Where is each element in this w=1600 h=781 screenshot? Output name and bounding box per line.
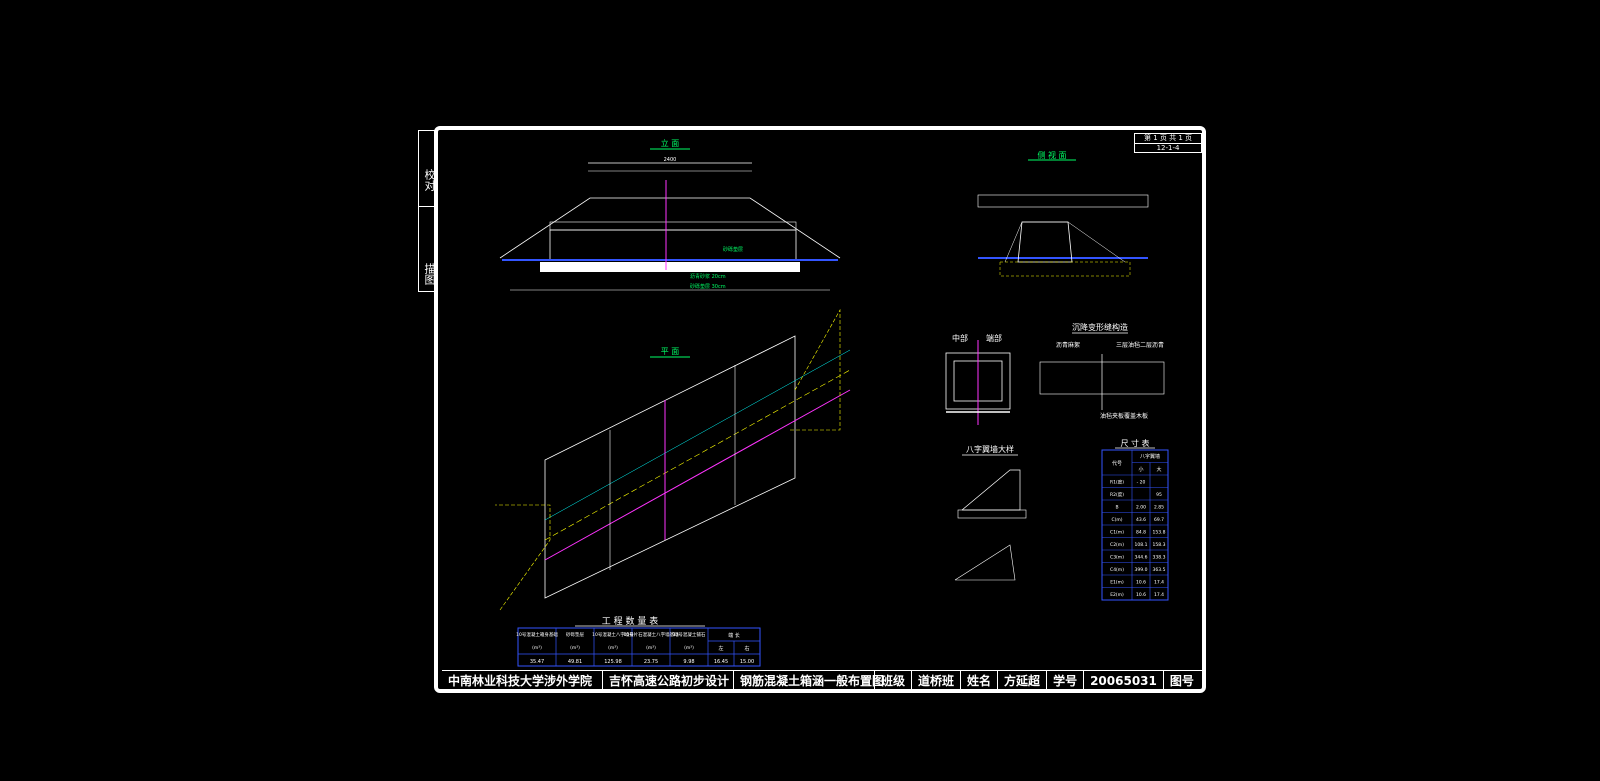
quantity-header: 砂砾垫层 [566, 631, 584, 638]
dimension-cell: E2(m) [1110, 592, 1124, 598]
quantity-subheader: 左 [718, 645, 723, 652]
name-label: 姓名 [961, 671, 999, 691]
dimension-cell: E1(m) [1110, 580, 1124, 586]
id-label: 学号 [1047, 671, 1085, 691]
quantity-value: 9.98 [683, 659, 694, 665]
quantity-unit: (m³) [532, 645, 542, 651]
elevation-view: 立 面 2400 砂砾垫层 沥青砂浆 20cm 砂砾垫层 30cm [499, 138, 841, 291]
wingwall-detail: 八字翼墙大样 [954, 444, 1027, 581]
plan-title: 平 面 [661, 347, 680, 356]
quantity-unit: (m³) [570, 645, 580, 651]
dimension-cell: C2(m) [1110, 542, 1124, 548]
dimension-cell: C1(m) [1110, 530, 1124, 536]
page-info: 第 1 页 共 1 页 12-1-4 [1134, 133, 1202, 153]
drawing-name: 钢筋混凝土箱涵一般布置图 [734, 671, 884, 691]
quantity-unit: (m³) [608, 645, 618, 651]
class-value: 道桥班 [912, 671, 962, 691]
school-name: 中南林业科技大学涉外学院 [442, 671, 603, 691]
dimension-cell: - 20 [1137, 480, 1146, 486]
dimension-cell: 2.85 [1154, 505, 1164, 511]
name-value: 方延超 [998, 671, 1048, 691]
joint-note-3: 油毡夹板覆盖木板 [1100, 412, 1148, 420]
stamp-divider [419, 206, 437, 207]
id-value: 20065031 [1084, 671, 1164, 691]
quantity-header: 10号混凝土铺石 [673, 631, 706, 638]
quantity-unit: (m³) [684, 645, 694, 651]
quantity-value: 16.45 [714, 659, 728, 665]
dimension-cell: B [1115, 505, 1118, 511]
project-name: 吉怀高速公路初步设计 [603, 671, 734, 691]
elevation-label-1: 砂砾垫层 [723, 246, 743, 253]
quantity-subheader: 右 [744, 645, 749, 652]
dimension-header: 代号 [1112, 460, 1122, 467]
elevation-label-3: 砂砾垫层 30cm [690, 283, 726, 290]
dimension-header: 大 [1156, 466, 1161, 473]
dimension-cell: 17.4 [1154, 592, 1164, 598]
elevation-label-2: 沥青砂浆 20cm [690, 273, 726, 280]
fig-label: 图号 [1169, 674, 1194, 688]
quantity-value: 15.00 [740, 659, 754, 665]
dimension-cell: C(m) [1111, 517, 1122, 523]
plan-view: 平 面 [495, 308, 851, 611]
dimension-cell: 10.6 [1136, 580, 1146, 586]
stamp-check: 校对 [423, 169, 436, 191]
dimension-header: 八字翼墙 [1140, 453, 1160, 460]
elevation-top-dim: 2400 [664, 157, 677, 163]
dimension-cell: 43.6 [1136, 517, 1146, 523]
joint-title: 沉降变形缝构造 [1072, 322, 1128, 332]
end-label: 端部 [986, 333, 1002, 343]
dimension-header: 小 [1138, 466, 1143, 473]
drawing-sheet [434, 126, 1206, 693]
dimension-cell: 153.8 [1153, 530, 1166, 536]
quantity-value: 35.47 [530, 659, 544, 665]
dimension-cell: 69.7 [1154, 517, 1164, 523]
quantity-header: 10号混凝土八字墙身 [592, 631, 634, 638]
quantity-unit: (m³) [646, 645, 656, 651]
dimension-cell: 2.00 [1136, 505, 1146, 511]
dimension-cell: 399.0 [1135, 567, 1148, 573]
dimension-cell: 10.6 [1136, 592, 1146, 598]
dimension-table-title: 尺 寸 表 [1120, 438, 1149, 448]
page-count: 第 1 页 共 1 页 [1135, 134, 1201, 144]
dimension-cell: 108.1 [1135, 542, 1148, 548]
stamp-trace: 描图 [423, 263, 436, 285]
quantity-value: 125.98 [604, 659, 622, 665]
side-view: 侧 视 面 [977, 150, 1149, 277]
class-label: 班级 [875, 671, 913, 691]
quantity-header: 端 长 [728, 632, 740, 639]
dimension-cell: 17.4 [1154, 580, 1164, 586]
dimension-cell: 95 [1156, 492, 1162, 498]
elevation-title: 立 面 [661, 138, 680, 148]
dimension-cell: 84.8 [1136, 530, 1146, 536]
wingwall-title: 八字翼墙大样 [966, 444, 1014, 454]
drawing-number: 12-1-4 [1156, 144, 1180, 152]
title-block: 中南林业科技大学涉外学院 吉怀高速公路初步设计 钢筋混凝土箱涵一般布置图 班级 … [442, 670, 1204, 691]
quantity-table-title: 工 程 数 量 表 [602, 615, 658, 627]
mid-label: 中部 [952, 333, 968, 343]
quantity-header: 10号片石混凝土八字墙基础 [623, 631, 679, 638]
dimension-cell: C4(m) [1110, 567, 1124, 573]
dimension-cell: 158.3 [1153, 542, 1166, 548]
side-title: 侧 视 面 [1037, 150, 1066, 160]
joint-note-2: 三层油毡二层沥青 [1116, 341, 1164, 349]
joint-detail: 沉降变形缝构造 沥青麻絮 三层油毡二层沥青 油毡夹板覆盖木板 [1039, 322, 1165, 420]
quantity-header: 10号混凝土箱身基础 [516, 631, 558, 638]
dimension-cell: R2(度) [1110, 491, 1124, 498]
dimension-cell: R1(度) [1110, 479, 1124, 486]
quantity-table: 工 程 数 量 表 10号混凝土箱身基础 (m³) 砂砾垫层 (m³) 10号混凝土八字墙… [516, 615, 761, 667]
dimension-cell: C3(m) [1110, 555, 1124, 561]
joint-note-1: 沥青麻絮 [1056, 341, 1080, 349]
dimension-cell: 344.6 [1135, 555, 1148, 561]
dimension-cell: 363.5 [1153, 567, 1166, 573]
cross-section: 中部 端部 [945, 333, 1011, 425]
quantity-value: 23.75 [644, 659, 658, 665]
quantity-value: 49.81 [568, 659, 582, 665]
dimension-cell: 338.3 [1153, 555, 1166, 561]
